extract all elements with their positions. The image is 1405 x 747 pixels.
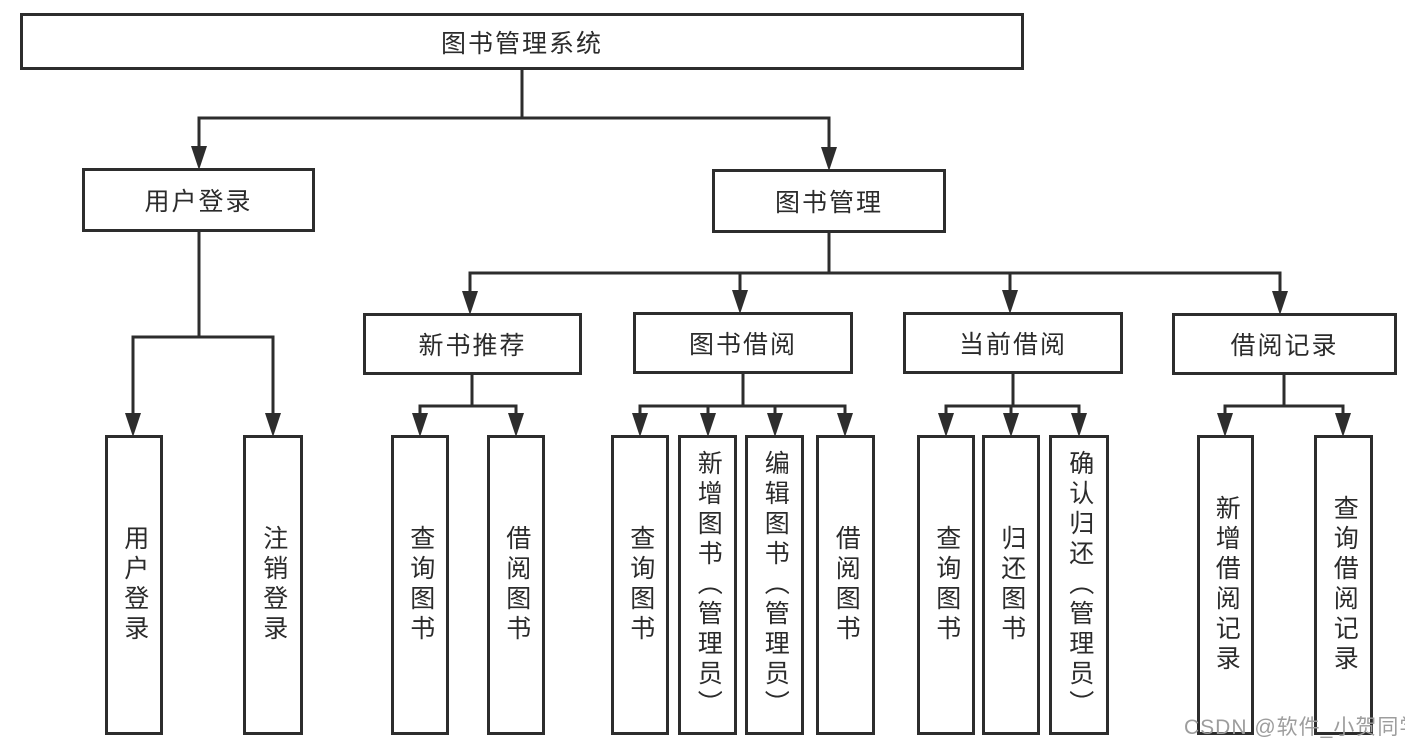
leaf-query-books-borrowing: 查询图书 [611,435,669,735]
leaf-query-books-current: 查询图书 [917,435,975,735]
csdn-watermark: CSDN @软件_小贺同学 [1184,716,1405,739]
leaf-add-books-admin: 新增图书（管理员） [678,435,737,735]
leaf-borrow-books-borrowing: 借阅图书 [816,435,875,735]
leaf-query-borrow-record: 查询借阅记录 [1314,435,1373,735]
leaf-user-login: 用户登录 [105,435,163,735]
leaf-return-books: 归还图书 [982,435,1040,735]
node-borrowing-records: 借阅记录 [1172,313,1397,375]
leaf-logout: 注销登录 [243,435,303,735]
node-user-login: 用户登录 [82,168,315,232]
node-library-management-system: 图书管理系统 [20,13,1024,70]
leaf-add-borrow-record: 新增借阅记录 [1197,435,1254,735]
leaf-borrow-books-recommend: 借阅图书 [487,435,545,735]
leaf-edit-books-admin: 编辑图书（管理员） [745,435,804,735]
node-book-borrowing: 图书借阅 [633,312,853,374]
node-current-borrowing: 当前借阅 [903,312,1123,374]
node-new-book-recommend: 新书推荐 [363,313,582,375]
node-book-management: 图书管理 [712,169,946,233]
leaf-query-books-recommend: 查询图书 [391,435,449,735]
leaf-confirm-return-admin: 确认归还（管理员） [1049,435,1109,735]
